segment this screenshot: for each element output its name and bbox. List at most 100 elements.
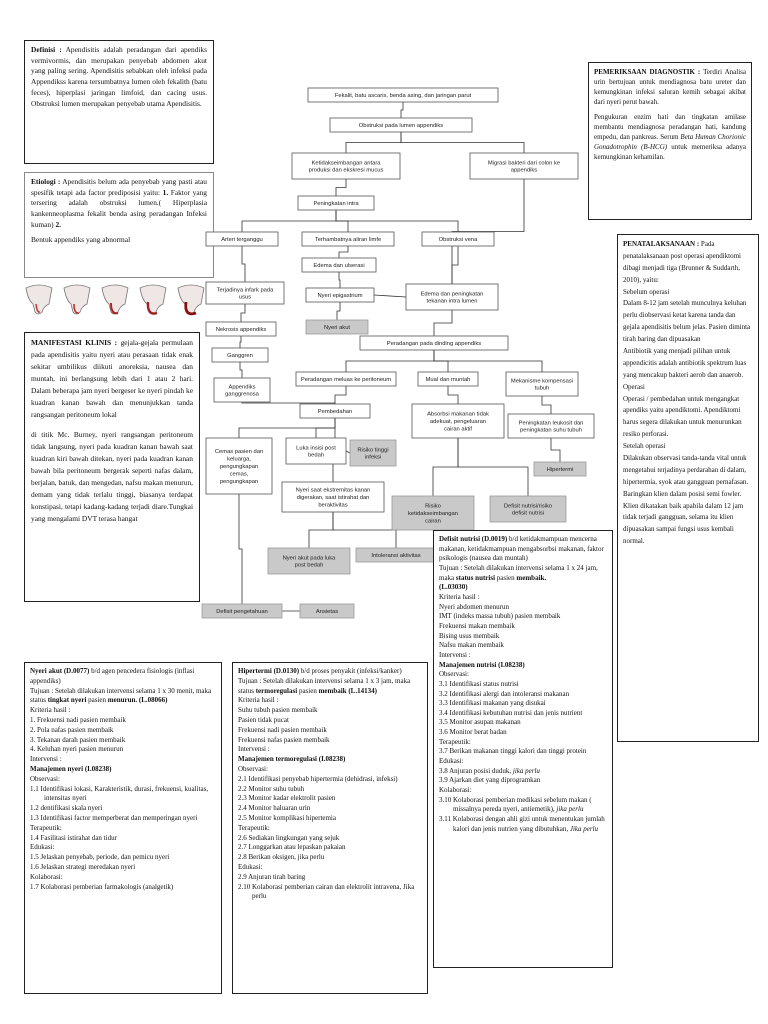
list-item: 2.10 Kolaborasi pemberian cairan dan ele… — [238, 882, 415, 901]
nyeri-tujuan-rest: pasien — [88, 696, 107, 705]
nyeri-edukasi-label: Edukasi: — [30, 843, 55, 852]
flowchart-node-label: digerakan, saat istirahat dan — [297, 495, 370, 501]
penatalaksanaan-line: Operasi — [623, 382, 645, 391]
diagnostik-text2: Pengukuran enzim hati dan tingkatan amil… — [594, 112, 746, 141]
flowchart-arrow — [345, 132, 402, 153]
flowchart-node-label: Mual dan muntah — [426, 377, 471, 383]
defisit-intervensi-label: Intervensi : — [439, 650, 471, 659]
flowchart-node-label: Terhambatnya aliran limfe — [315, 237, 381, 243]
hipertermi-title: Hipertermi (D.0130) — [238, 667, 300, 675]
flowchart-node-label: keluarga, — [227, 457, 251, 463]
defisit-tujuan-bold: status nutrisi — [455, 573, 496, 582]
flowchart-node-label: tubuh — [535, 386, 550, 392]
definisi-text: Apendisitis adalah peradangan dari apend… — [31, 45, 207, 108]
hipertermi-tujuan-rest: pasien — [298, 686, 317, 695]
defisit-edukasi-label: Edukasi: — [439, 757, 464, 766]
list-item: 3.7 Berikan makanan tinggi kalori dan ti… — [439, 747, 587, 756]
flowchart-arrow — [338, 272, 341, 288]
list-item: Nafsu makan membaik — [439, 641, 504, 650]
appendix-illustration — [139, 284, 167, 315]
flowchart-node-label: Peradangan pada dinding appendiks — [387, 341, 482, 347]
defisit-observasi-label: Observasi: — [439, 670, 469, 679]
penatalaksanaan-line: Operasi / pembedahan untuk mengangkat ap… — [623, 394, 742, 439]
flowchart-node: Peningkatan intra — [297, 195, 375, 211]
flowchart-node-label: cairan aktif — [444, 426, 472, 432]
flowchart-node-label: Absorbsi makanan tidak — [427, 412, 489, 418]
flowchart-edges — [238, 102, 561, 612]
nyeri-akut-panel: Nyeri akut (D.0077) b/d agen pencedera f… — [24, 662, 222, 994]
defisit-tujuan: Tujuan : Setelah dilakukan intervensi se… — [439, 563, 598, 582]
nyeri-kriteria-label: Kriteria hasil : — [30, 706, 71, 715]
flowchart-node: Pembedahan — [299, 403, 371, 419]
flowchart-node: Arteri terganggu — [205, 231, 279, 247]
hipertermi-panel: Hipertermi (D.0130) b/d proses penyakit … — [232, 662, 428, 994]
flowchart-node-label: Hipertermi — [547, 467, 574, 473]
nyeri-terapeutik-label: Terapeutik: — [30, 823, 62, 832]
list-item: IMT (indeks massa tubuh) pasien membaik — [439, 612, 561, 621]
flowchart-arrow — [432, 438, 459, 496]
appendix-illustration — [63, 284, 91, 315]
defisit-kolaborasi-list: 3.10 Kolaborasi pemberian medikasi sebel… — [439, 796, 607, 835]
flowchart-node-label: appendiks — [511, 168, 538, 174]
flowchart-arrow — [541, 396, 552, 414]
flowchart-node: Ansietas — [299, 603, 355, 619]
defisit-manajemen: Manajemen nutrisi (I.08238) — [439, 660, 525, 669]
list-item: 3.4 Identifikasi kebutuhan nutrisi dan j… — [439, 708, 583, 717]
list-item: Nyeri abdomen menurun — [439, 602, 509, 611]
flowchart-node-label: cemas, — [230, 471, 249, 477]
flowchart-node-label: Intoleransi aktivitas — [371, 553, 420, 559]
manifestasi-title: MANIFESTASI KLINIS : — [31, 338, 118, 347]
diagnostik-text1: Terdiri Analisa urin bertujuan untuk men… — [594, 68, 746, 107]
nyeri-kriteria-list: 1. Frekuensi nadi pasien membaik 2. Pola… — [30, 716, 216, 755]
diagnostik-title: PEMERIKSAAN DIAGNOSTIK : — [594, 68, 701, 76]
list-item: 2.3 Monitor kadar elektrolit pasien — [238, 794, 336, 803]
flowchart-node-label: ketidakseimbangan — [408, 511, 458, 517]
hipertermi-tujuan-bold: termoregulasi — [255, 686, 298, 695]
penatalaksanaan-line: Dalam 8-12 jam setelah munculnya keluhan… — [623, 299, 751, 344]
manifestasi-text1: gejala-gejala permulaan pada apendisitis… — [31, 338, 193, 419]
flowchart-node-label: Obstruksi vena — [439, 237, 478, 243]
list-item: Pasien tidak pucat — [238, 715, 289, 724]
flowchart-node-label: adekuat, pengeluaran — [430, 419, 486, 425]
list-item: 2.6 Sediakan lingkungan yang sejuk — [238, 833, 340, 842]
flowchart-arrow — [241, 246, 246, 282]
flowchart-arrow — [240, 304, 246, 322]
definisi-panel: Definisi : Apendisitis adalah peradangan… — [24, 40, 214, 164]
list-item: 2.8 Berikan oksigen, jika perlu — [238, 853, 325, 862]
hipertermi-code: (L.14134) — [348, 686, 377, 695]
nyeri-code: (L.08066) — [138, 696, 168, 705]
flowchart-arrow — [336, 302, 341, 320]
defisit-terapeutik-list: 3.7 Berikan makanan tinggi kalori dan ti… — [439, 747, 607, 757]
flowchart-node-label: produksi dan ekskresi mucus — [309, 168, 384, 174]
diagnostik-italic: Beta Human Chorionic Gonadotrophin (B-HC… — [594, 132, 746, 151]
flowchart-node-label: Ketidakseimbangan antara — [312, 160, 382, 166]
flowchart-arrow — [345, 450, 351, 454]
flowchart-node-label: Mekanisme kompensasi — [511, 378, 573, 384]
defisit-title-rest: b/d ketidakmampuan mencerna makanan, ket… — [439, 535, 604, 563]
list-item: 4. Keluhan nyeri pasien menurun — [30, 745, 124, 754]
flowchart-nodes: Fekalit, batu ascaris, benda asing, dan … — [201, 87, 595, 619]
flowchart-arrow — [447, 386, 459, 404]
flowchart-node: Hipertermi — [533, 461, 587, 477]
list-item: Frekuensi nafas pasien membaik — [238, 735, 330, 744]
nyeri-title-rest: b/d agen pencedera fisiologis (inflasi a… — [30, 667, 195, 685]
hipertermi-intervensi-label: Intervensi : — [238, 745, 270, 754]
hipertermi-terapeutik-list: 2.6 Sediakan lingkungan yang sejuk 2.7 L… — [238, 834, 422, 863]
flowchart-node: Nyeri epigastrium — [305, 287, 375, 303]
flowchart-node-label: Nyeri saat ekstremitas kanan — [296, 488, 371, 494]
flowchart-node-label: Risiko — [425, 504, 441, 510]
etiologi-title: Etiologi : — [31, 177, 61, 186]
manifestasi-panel: MANIFESTASI KLINIS : gejala-gejala permu… — [24, 332, 200, 602]
nyeri-title: Nyeri akut (D.0077) — [30, 667, 90, 675]
flowchart-node: Fekalit, batu ascaris, benda asing, dan … — [307, 87, 499, 103]
flowchart-node-label: post bedah — [295, 563, 324, 569]
list-item: 3.8 Anjuran posisi duduk, jika perlu — [439, 766, 540, 775]
